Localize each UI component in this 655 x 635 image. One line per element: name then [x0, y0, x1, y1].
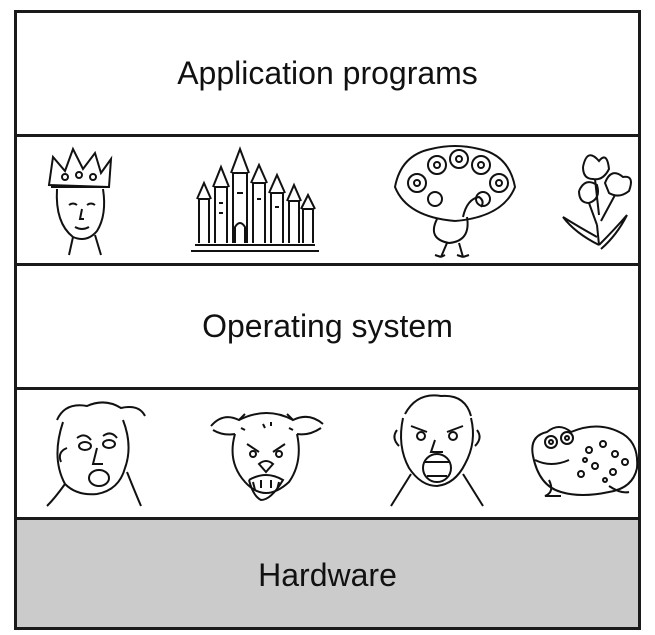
flower-icon	[555, 145, 637, 257]
layer-diagram: Application programs	[14, 10, 641, 630]
peacock-icon	[387, 143, 523, 259]
queen-icon	[39, 145, 119, 257]
castle-icon	[185, 143, 325, 257]
operating-system-layer: Operating system	[17, 266, 638, 390]
operating-system-label: Operating system	[202, 308, 453, 344]
application-programs-layer: Application programs	[17, 13, 638, 137]
ugly-face-icon	[43, 398, 147, 510]
application-programs-label: Application programs	[177, 55, 478, 91]
toad-icon	[525, 416, 638, 500]
hardware-label: Hardware	[258, 556, 397, 593]
top-illustration-row	[17, 137, 638, 266]
bottom-illustration-row	[17, 390, 638, 520]
screaming-man-icon	[381, 390, 491, 510]
snarling-dog-icon	[205, 400, 329, 510]
hardware-layer: Hardware	[17, 520, 638, 627]
